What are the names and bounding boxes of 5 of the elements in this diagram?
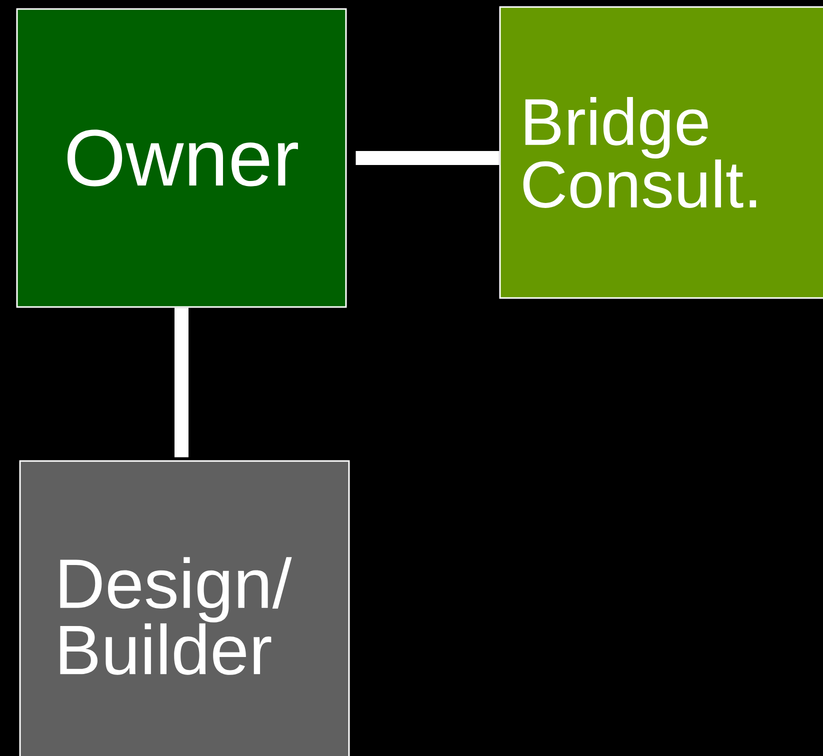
role-box: Owner (16, 8, 347, 308)
connector-line (356, 151, 500, 165)
role-box: Design/ Builder (19, 460, 350, 756)
connector-line (174, 308, 188, 458)
role-box: Bridge Consult. (499, 6, 823, 299)
